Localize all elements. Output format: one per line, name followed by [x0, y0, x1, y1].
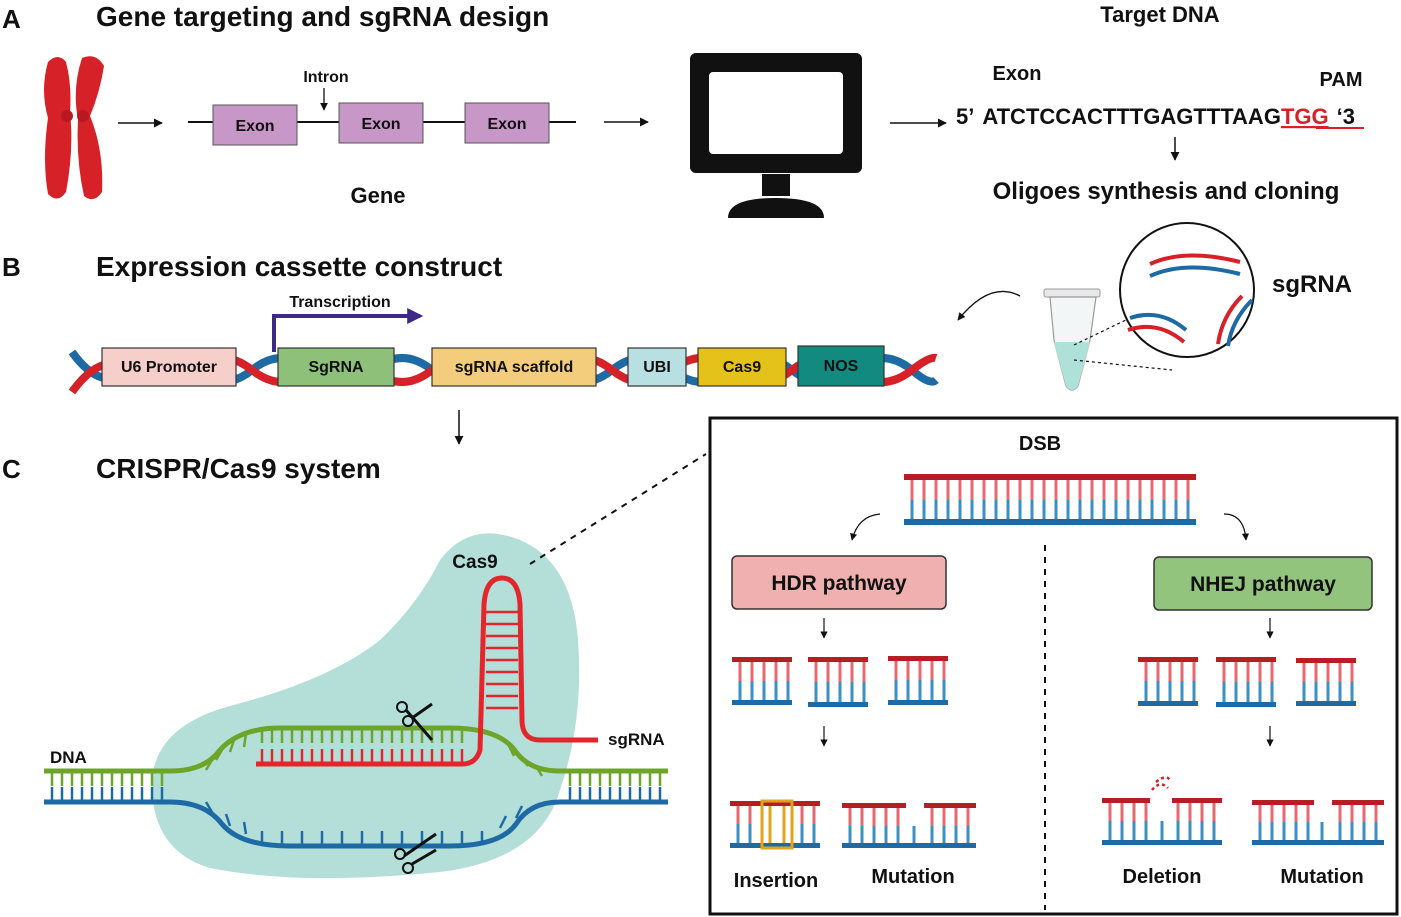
ubi-label: UBI	[643, 359, 671, 376]
sequence-main: ATCTCCACTTTGAGTTTAAG	[982, 104, 1281, 129]
scissors-icon	[394, 832, 437, 874]
target-sequence: 5’ ATCTCCACTTTGAGTTTAAGTGG ‘3	[956, 104, 1355, 129]
nos-label: NOS	[824, 358, 859, 375]
pam-label: PAM	[1320, 69, 1363, 91]
u6-promoter-box	[101, 347, 237, 387]
nhej-mutation-outcome-ladder	[1252, 800, 1384, 845]
dna-label: DNA	[50, 748, 87, 767]
three-prime-label: ‘3	[1337, 104, 1355, 129]
sgrna-box	[277, 347, 395, 387]
five-prime-label: 5’	[956, 104, 974, 129]
nhej-mutation-label: Mutation	[1280, 866, 1363, 888]
exon-sequence-label: Exon	[993, 63, 1042, 85]
target-dna-title: Target DNA	[1100, 2, 1219, 27]
hdr-pathway-label: HDR pathway	[771, 572, 907, 595]
zoom-line-to-dsb	[529, 453, 707, 565]
gene-label: Gene	[350, 183, 405, 208]
cas9-protein-shape	[151, 533, 580, 879]
nhej-pathway-box	[1153, 556, 1373, 611]
zoom-line-top	[1073, 317, 1131, 346]
insertion-label: Insertion	[734, 870, 818, 892]
deletion-outcome-ladder	[1102, 776, 1222, 845]
gene-diagram: Exon Exon Exon	[188, 88, 576, 146]
deletion-label: Deletion	[1123, 866, 1202, 888]
exon-label-1: Exon	[235, 118, 274, 135]
ubi-box	[627, 347, 687, 387]
eppendorf-tube-icon	[1043, 288, 1101, 391]
sgrna-scaffold-box	[431, 347, 597, 387]
cas9-protein-label: Cas9	[452, 552, 497, 573]
cassette-elements: U6 Promoter SgRNA sgRNA scaffold UBI Cas…	[101, 345, 885, 387]
hdr-mutation-label: Mutation	[871, 866, 954, 888]
panel-b-letter: B	[2, 252, 21, 282]
scissors-icon	[396, 701, 434, 741]
panel-a-letter: A	[2, 4, 21, 34]
hdr-pathway-box	[731, 555, 947, 610]
arrow-dsb-to-nhej	[1223, 513, 1250, 541]
panel-c-letter: C	[2, 454, 21, 484]
sgrna-scaffold-label: sgRNA scaffold	[455, 359, 574, 376]
u6-promoter-label: U6 Promoter	[121, 359, 217, 376]
panel-a-title: Gene targeting and sgRNA design	[96, 1, 549, 32]
zoom-line-bottom	[1073, 359, 1173, 371]
transcription-arrow	[272, 308, 424, 352]
exon-box-2	[338, 102, 424, 144]
intron-label: Intron	[303, 69, 348, 86]
curved-arrow-tube-to-cassette	[957, 290, 1021, 321]
exon-label-2: Exon	[361, 116, 400, 133]
hdr-fragments	[732, 656, 948, 707]
exon-box-3	[464, 102, 550, 144]
sgrna-element-label: SgRNA	[308, 359, 364, 376]
oligo-synthesis-label: Oligoes synthesis and cloning	[993, 178, 1340, 205]
cas9-box	[697, 347, 787, 387]
sgrna-hairpin	[256, 575, 598, 767]
sgrna-tube-label: sgRNA	[1272, 271, 1352, 298]
hdr-mutation-outcome-ladder	[842, 803, 976, 848]
target-dna-strands	[44, 725, 668, 849]
sgrna-zoom-circle	[1119, 222, 1255, 358]
exon-box-1	[212, 104, 298, 146]
panel-c-title: CRISPR/Cas9 system	[96, 453, 381, 484]
cas9-element-label: Cas9	[723, 359, 761, 376]
computer-monitor-icon	[690, 53, 862, 218]
chromosome-icon	[44, 56, 104, 200]
sgrna-hairpin-label: sgRNA	[608, 730, 665, 749]
panel-b-title: Expression cassette construct	[96, 251, 502, 282]
dsb-title: DSB	[1019, 433, 1061, 455]
nhej-pathway-label: NHEJ pathway	[1190, 573, 1336, 596]
transcription-label: Transcription	[289, 294, 390, 311]
nhej-fragments	[1138, 657, 1356, 707]
insertion-outcome-ladder	[730, 799, 820, 850]
pam-sequence: TGG	[1281, 104, 1329, 129]
nos-box	[797, 345, 885, 387]
dsb-dna-ladder	[904, 474, 1196, 525]
exon-label-3: Exon	[487, 116, 526, 133]
arrow-dsb-to-hdr	[850, 513, 881, 541]
